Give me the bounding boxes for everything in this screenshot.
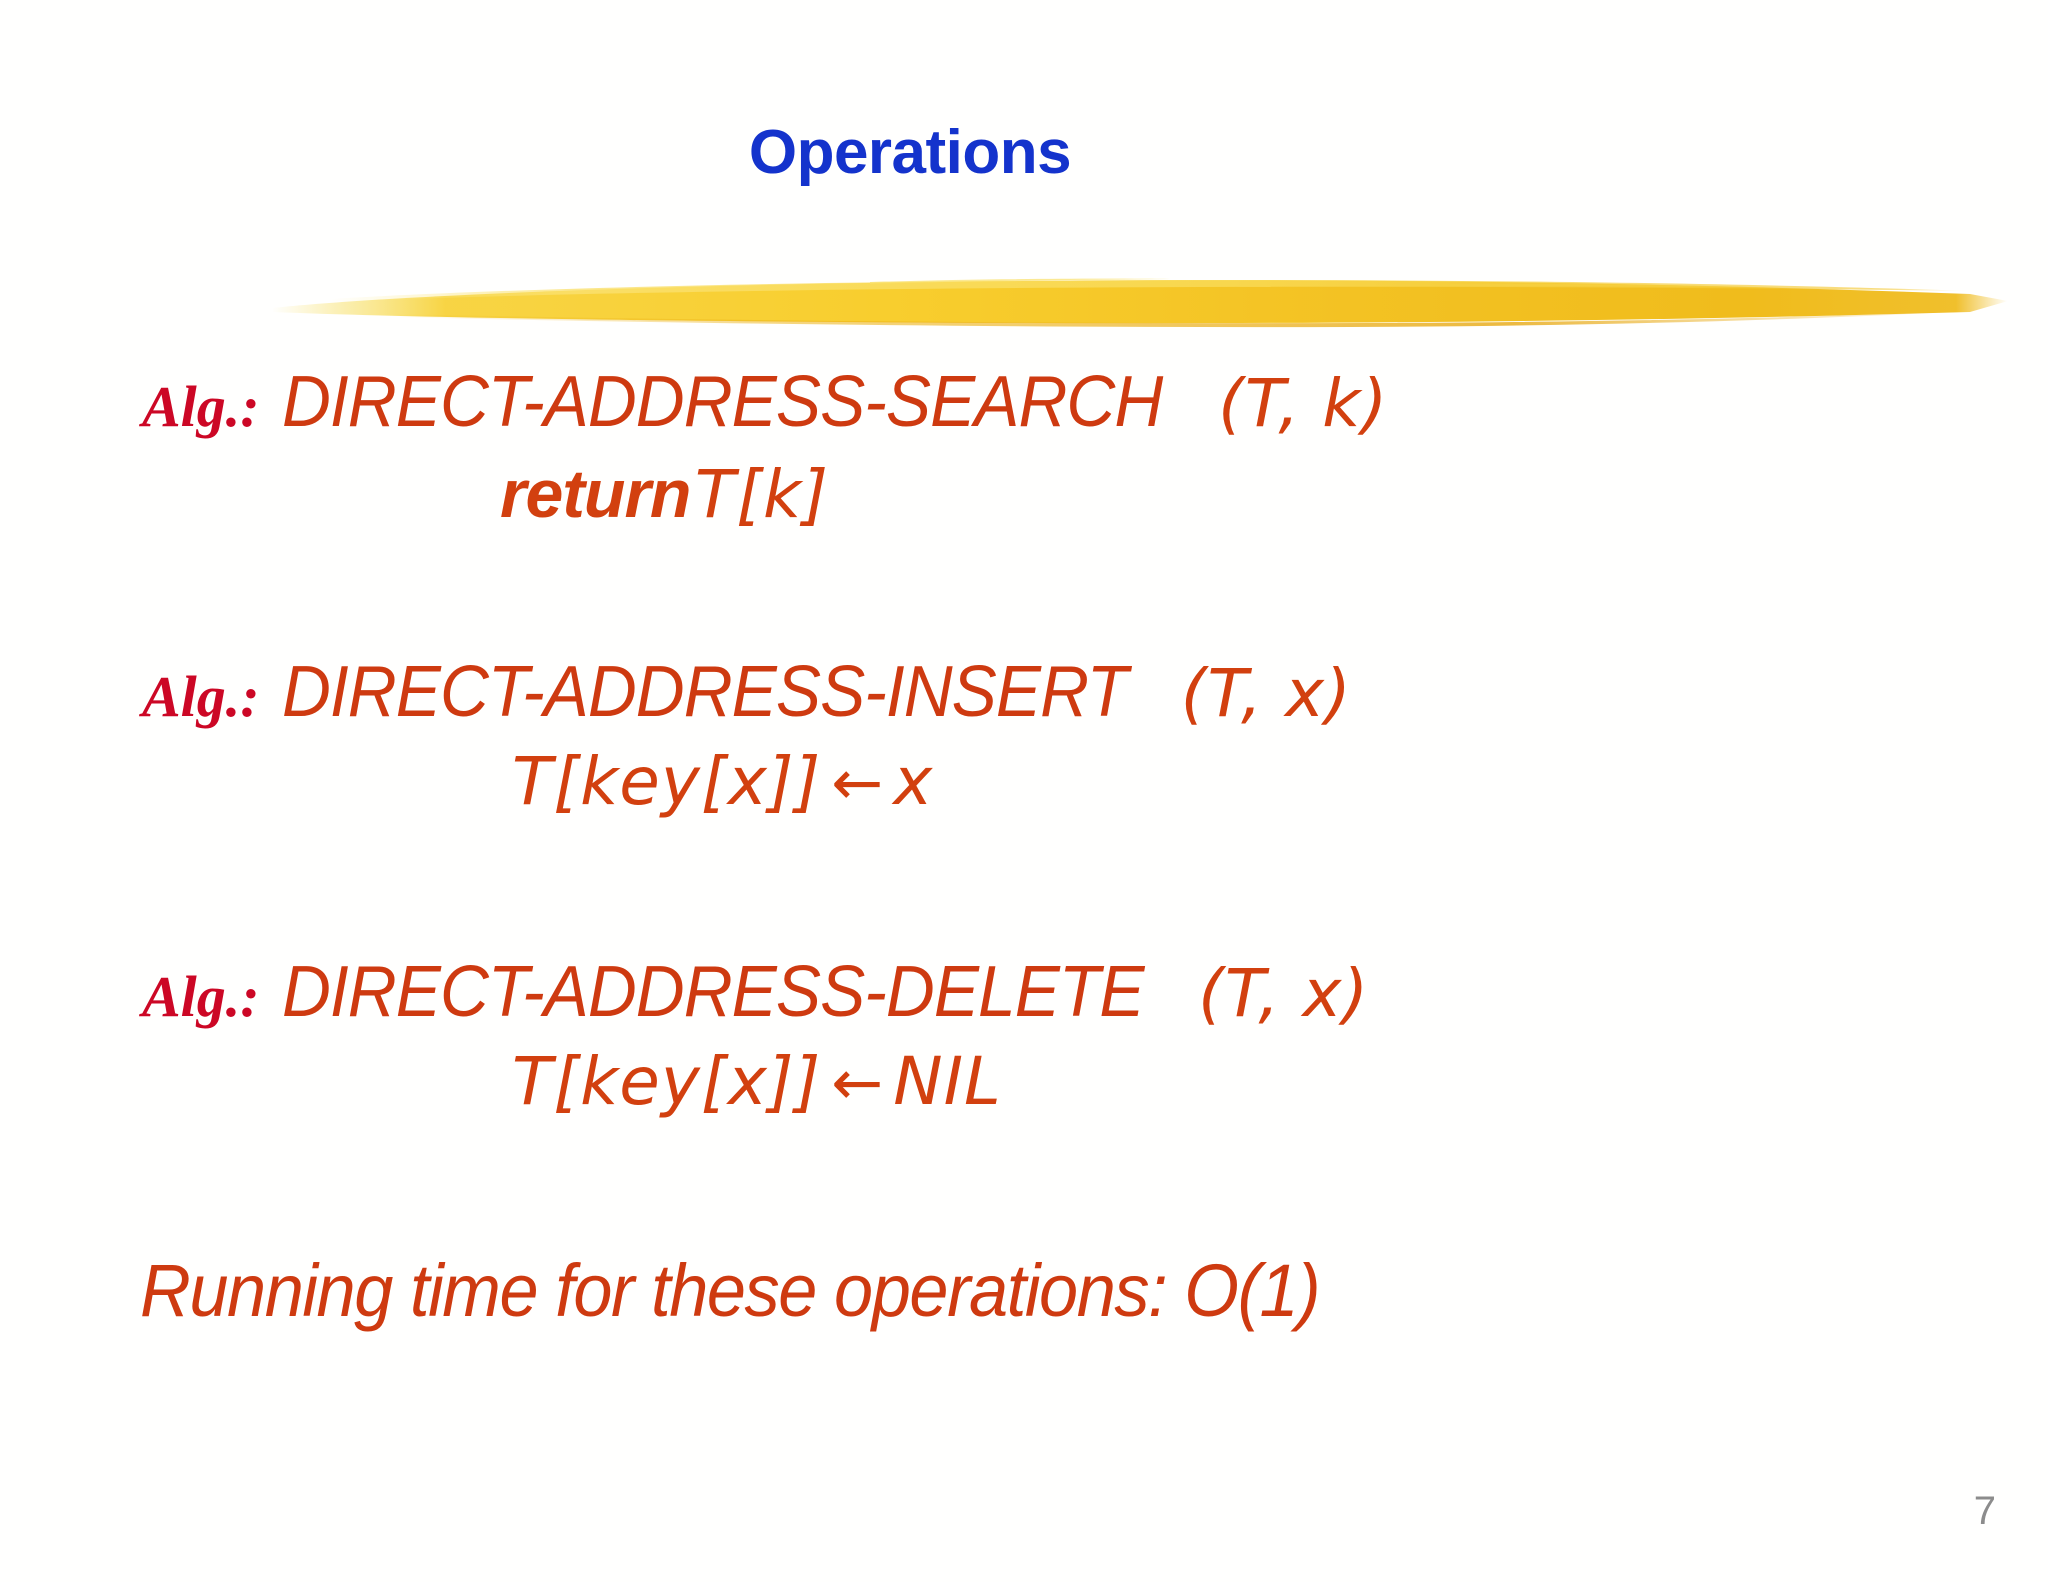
algorithm-params: (T, x) bbox=[1198, 955, 1370, 1032]
return-keyword: return bbox=[500, 455, 691, 532]
algorithm-signature: Alg.: DIRECT-ADDRESS-DELETE (T, x) bbox=[0, 952, 2048, 1032]
algorithm-signature: Alg.: DIRECT-ADDRESS-INSERT (T, x) bbox=[0, 652, 2048, 732]
algorithm-block-search: Alg.: DIRECT-ADDRESS-SEARCH (T, k) return … bbox=[0, 362, 2048, 533]
algorithm-name: DIRECT-ADDRESS-DELETE bbox=[281, 952, 1144, 1032]
assignment-target: T[key[x]] bbox=[512, 1042, 822, 1120]
alg-label: Alg.: bbox=[142, 664, 260, 729]
left-arrow-icon: ← bbox=[831, 745, 884, 819]
assignment-value: x bbox=[893, 742, 934, 820]
algorithm-body: return T[k] bbox=[0, 455, 2048, 533]
algorithm-body: T[key[x]]←x bbox=[0, 745, 2048, 819]
page-number: 7 bbox=[1973, 1489, 1996, 1533]
running-time-text: Running time for these operations: O(1) bbox=[140, 1249, 1321, 1332]
assignment-target: T[key[x]] bbox=[512, 742, 822, 820]
left-arrow-icon: ← bbox=[831, 1045, 884, 1119]
algorithm-block-delete: Alg.: DIRECT-ADDRESS-DELETE (T, x) T[key[x… bbox=[0, 952, 2048, 1119]
algorithm-params: (T, k) bbox=[1218, 365, 1389, 442]
algorithm-name: DIRECT-ADDRESS-INSERT bbox=[281, 652, 1128, 732]
return-expression: T[k] bbox=[694, 455, 829, 533]
algorithm-name: DIRECT-ADDRESS-SEARCH bbox=[281, 362, 1163, 442]
brush-stroke-divider bbox=[270, 268, 2010, 338]
algorithm-block-insert: Alg.: DIRECT-ADDRESS-INSERT (T, x) T[key[x… bbox=[0, 652, 2048, 819]
algorithm-body: T[key[x]]←NIL bbox=[0, 1045, 2048, 1119]
algorithm-params: (T, x) bbox=[1180, 655, 1352, 732]
alg-label: Alg.: bbox=[142, 374, 260, 439]
page-title: Operations bbox=[748, 118, 1072, 187]
alg-label: Alg.: bbox=[142, 964, 260, 1029]
assignment-value: NIL bbox=[893, 1042, 1002, 1120]
algorithm-signature: Alg.: DIRECT-ADDRESS-SEARCH (T, k) bbox=[0, 362, 2048, 442]
